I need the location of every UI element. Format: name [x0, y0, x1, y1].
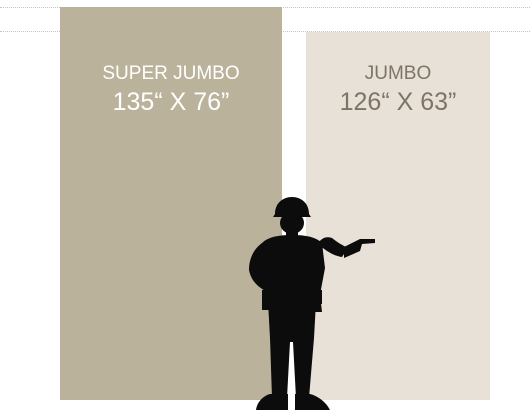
jumbo-label: JUMBO [364, 63, 432, 84]
jumbo-dimensions: 126“ X 63” [339, 88, 457, 116]
super-jumbo-label: SUPER JUMBO [102, 63, 240, 84]
jumbo-slab: JUMBO 126“ X 63” [306, 32, 490, 400]
super-jumbo-dimensions: 135“ X 76” [112, 88, 230, 116]
super-jumbo-slab: SUPER JUMBO 135“ X 76” [60, 7, 282, 400]
